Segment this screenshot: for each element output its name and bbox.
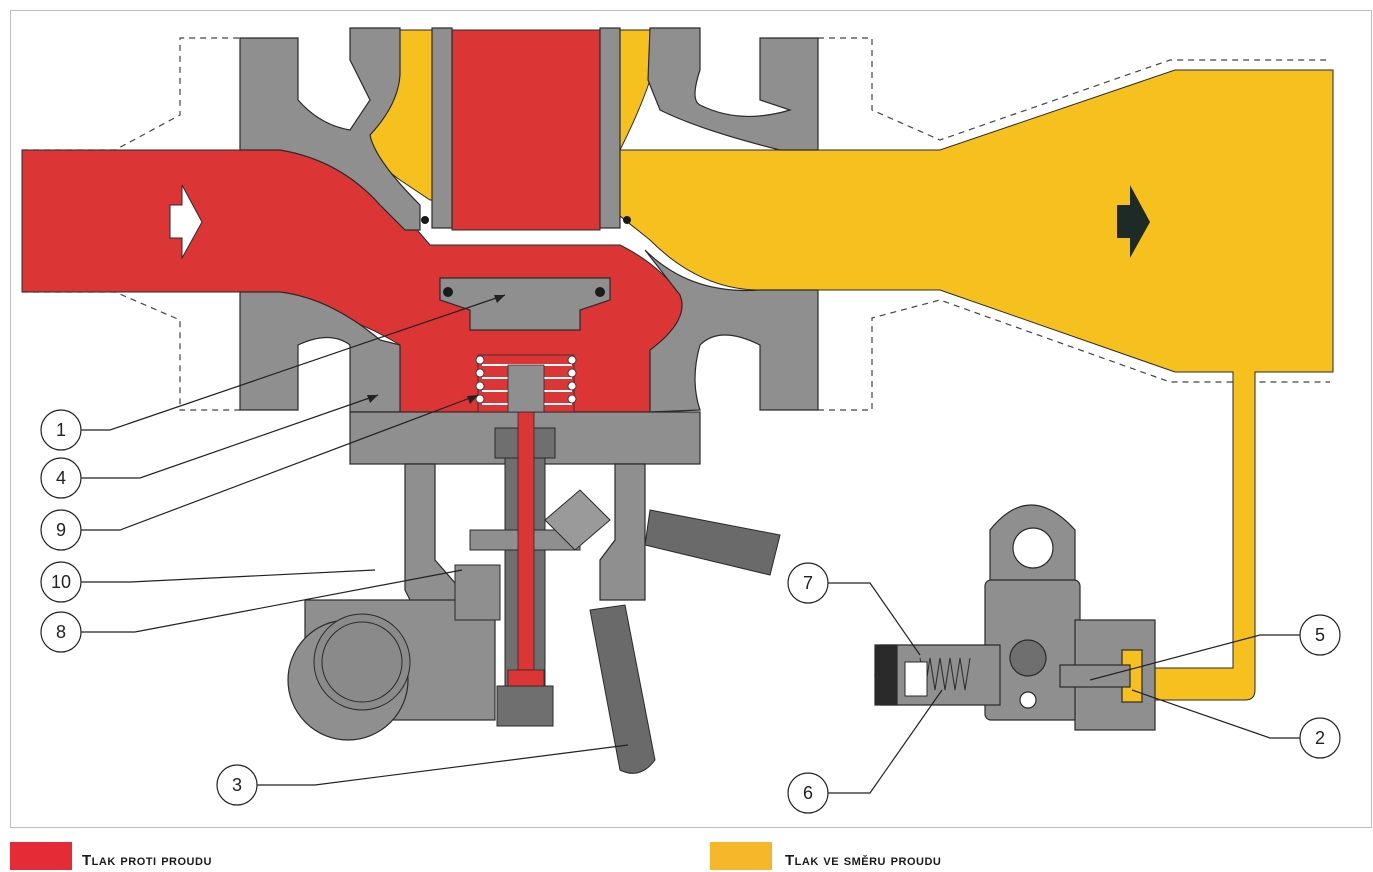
callout-9-label: 9 xyxy=(56,520,66,540)
callout-5: 5 xyxy=(1299,614,1341,656)
leader-lines xyxy=(81,294,1300,794)
callout-10-label: 10 xyxy=(51,572,71,592)
callout-6: 6 xyxy=(787,772,829,814)
legend-downstream-swatch xyxy=(710,842,772,870)
callout-5-label: 5 xyxy=(1315,625,1325,645)
callout-7-label: 7 xyxy=(803,573,813,593)
legend-downstream-label: Tlak ve směru proudu xyxy=(785,852,942,869)
left-pipe-outline xyxy=(22,37,240,411)
leader-arrowheads xyxy=(367,295,505,404)
callout-3: 3 xyxy=(216,764,258,806)
callout-3-label: 3 xyxy=(232,775,242,795)
callout-4-label: 4 xyxy=(56,468,66,488)
flow-arrow-in-icon xyxy=(169,184,203,260)
pilot-spring xyxy=(904,657,971,697)
callout-1: 1 xyxy=(40,409,82,451)
callout-9: 9 xyxy=(40,509,82,551)
callout-6-label: 6 xyxy=(803,783,813,803)
callout-1-label: 1 xyxy=(56,420,66,440)
callout-2-label: 2 xyxy=(1315,728,1325,748)
callout-8-label: 8 xyxy=(56,622,66,642)
callout-7: 7 xyxy=(787,562,829,604)
downstream-channel xyxy=(599,69,1334,701)
callout-4: 4 xyxy=(40,457,82,499)
upstream-stem-channel xyxy=(451,29,601,231)
callout-2: 2 xyxy=(1299,717,1341,759)
legend-upstream-swatch xyxy=(10,842,72,870)
flow-arrow-out-icon xyxy=(1117,185,1150,258)
callout-8: 8 xyxy=(40,611,82,653)
legend-upstream-label: Tlak proti proudu xyxy=(82,852,212,869)
o-rings xyxy=(421,216,631,297)
stem-and-spring xyxy=(475,354,577,687)
callout-10: 10 xyxy=(40,561,82,603)
right-pipe-outline xyxy=(818,37,1330,411)
